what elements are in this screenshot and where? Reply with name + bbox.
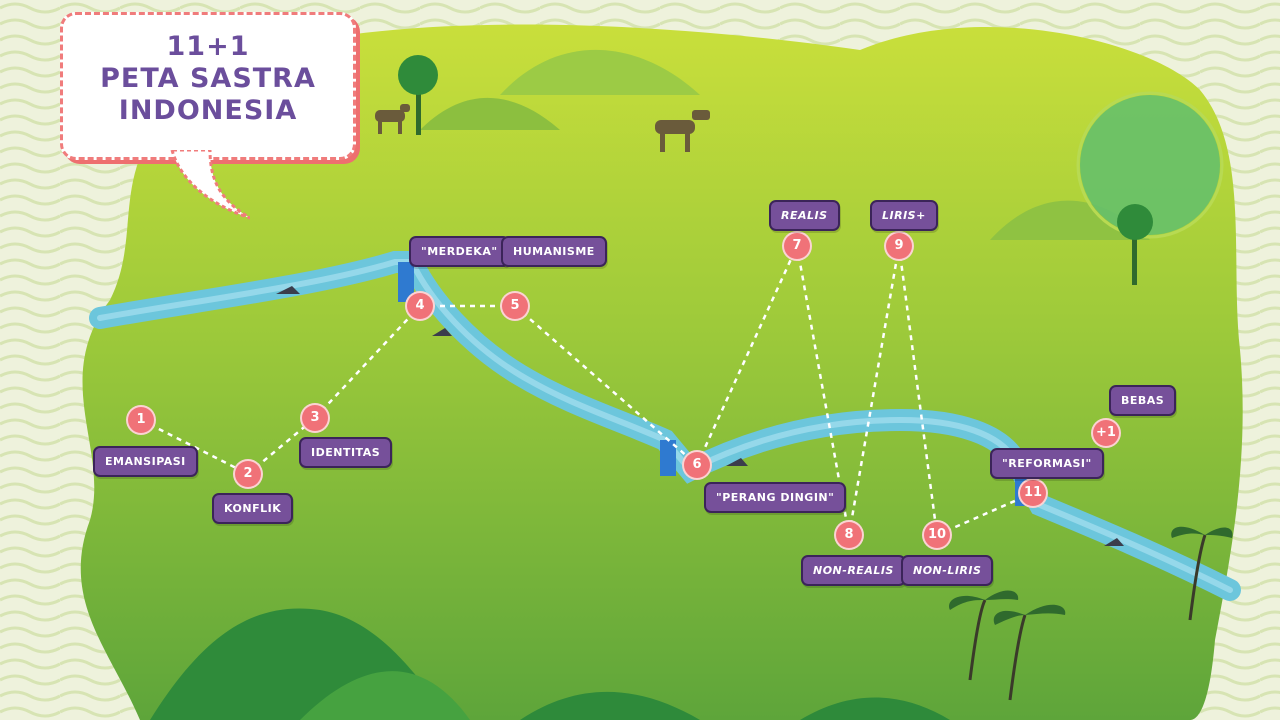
title-line-2: PETA SASTRA (100, 63, 316, 94)
node-10[interactable]: 10 (924, 522, 950, 548)
label-non-realis[interactable]: NON-REALIS (801, 555, 906, 586)
waterfall-4 (398, 262, 414, 302)
node-3[interactable]: 3 (302, 405, 328, 431)
label-reformasi[interactable]: "REFORMASI" (990, 448, 1104, 479)
node-11[interactable]: 11 (1020, 480, 1046, 506)
boat-1 (276, 286, 300, 294)
label-konflik[interactable]: KONFLIK (212, 493, 294, 524)
hill-top-left (420, 97, 560, 130)
hill-right (990, 200, 1150, 240)
island-land (80, 24, 1243, 720)
hill-bottom-center (520, 691, 700, 720)
tree-top-left (398, 55, 438, 135)
boat-2 (432, 328, 452, 336)
node-8[interactable]: 8 (836, 522, 862, 548)
title-line-1: 11+1 (166, 31, 250, 62)
label-perang-dingin[interactable]: "PERANG DINGIN" (704, 482, 847, 513)
label-liris[interactable]: LIRIS+ (870, 200, 938, 231)
label-merdeka[interactable]: "MERDEKA" (409, 236, 510, 267)
palm-leaves (949, 526, 1233, 625)
animal-center (655, 110, 710, 152)
hill-top-center (500, 49, 700, 95)
node-5[interactable]: 5 (502, 293, 528, 319)
waterfall-6 (660, 440, 676, 476)
node-4[interactable]: 4 (407, 293, 433, 319)
title-line-3: INDONESIA (118, 95, 298, 126)
boat-4 (1104, 538, 1124, 546)
hill-bottom-left-2 (300, 671, 470, 720)
animal-left (375, 104, 410, 134)
tree-right (1117, 204, 1153, 285)
palm-trees (968, 534, 1207, 701)
label-identitas[interactable]: IDENTITAS (299, 437, 393, 468)
sun (1080, 95, 1220, 235)
node-7[interactable]: 7 (784, 233, 810, 259)
sun-halo (1076, 91, 1224, 239)
label-bebas[interactable]: BEBAS (1109, 385, 1177, 416)
boat-3 (726, 458, 748, 466)
label-non-liris[interactable]: NON-LIRIS (901, 555, 994, 586)
hill-bottom-right (800, 697, 950, 720)
label-emansipasi[interactable]: EMANSIPASI (93, 446, 198, 477)
speech-tail (170, 150, 250, 220)
node-9[interactable]: 9 (886, 233, 912, 259)
label-humanisme[interactable]: HUMANISME (501, 236, 607, 267)
node-6[interactable]: 6 (684, 452, 710, 478)
river-highlight (97, 259, 1233, 593)
label-realis[interactable]: REALIS (769, 200, 840, 231)
title-box: 11+1 PETA SASTRA INDONESIA (60, 12, 356, 160)
node-1[interactable]: 1 (128, 407, 154, 433)
node-plus1[interactable]: +1 (1093, 420, 1119, 446)
node-2[interactable]: 2 (235, 461, 261, 487)
